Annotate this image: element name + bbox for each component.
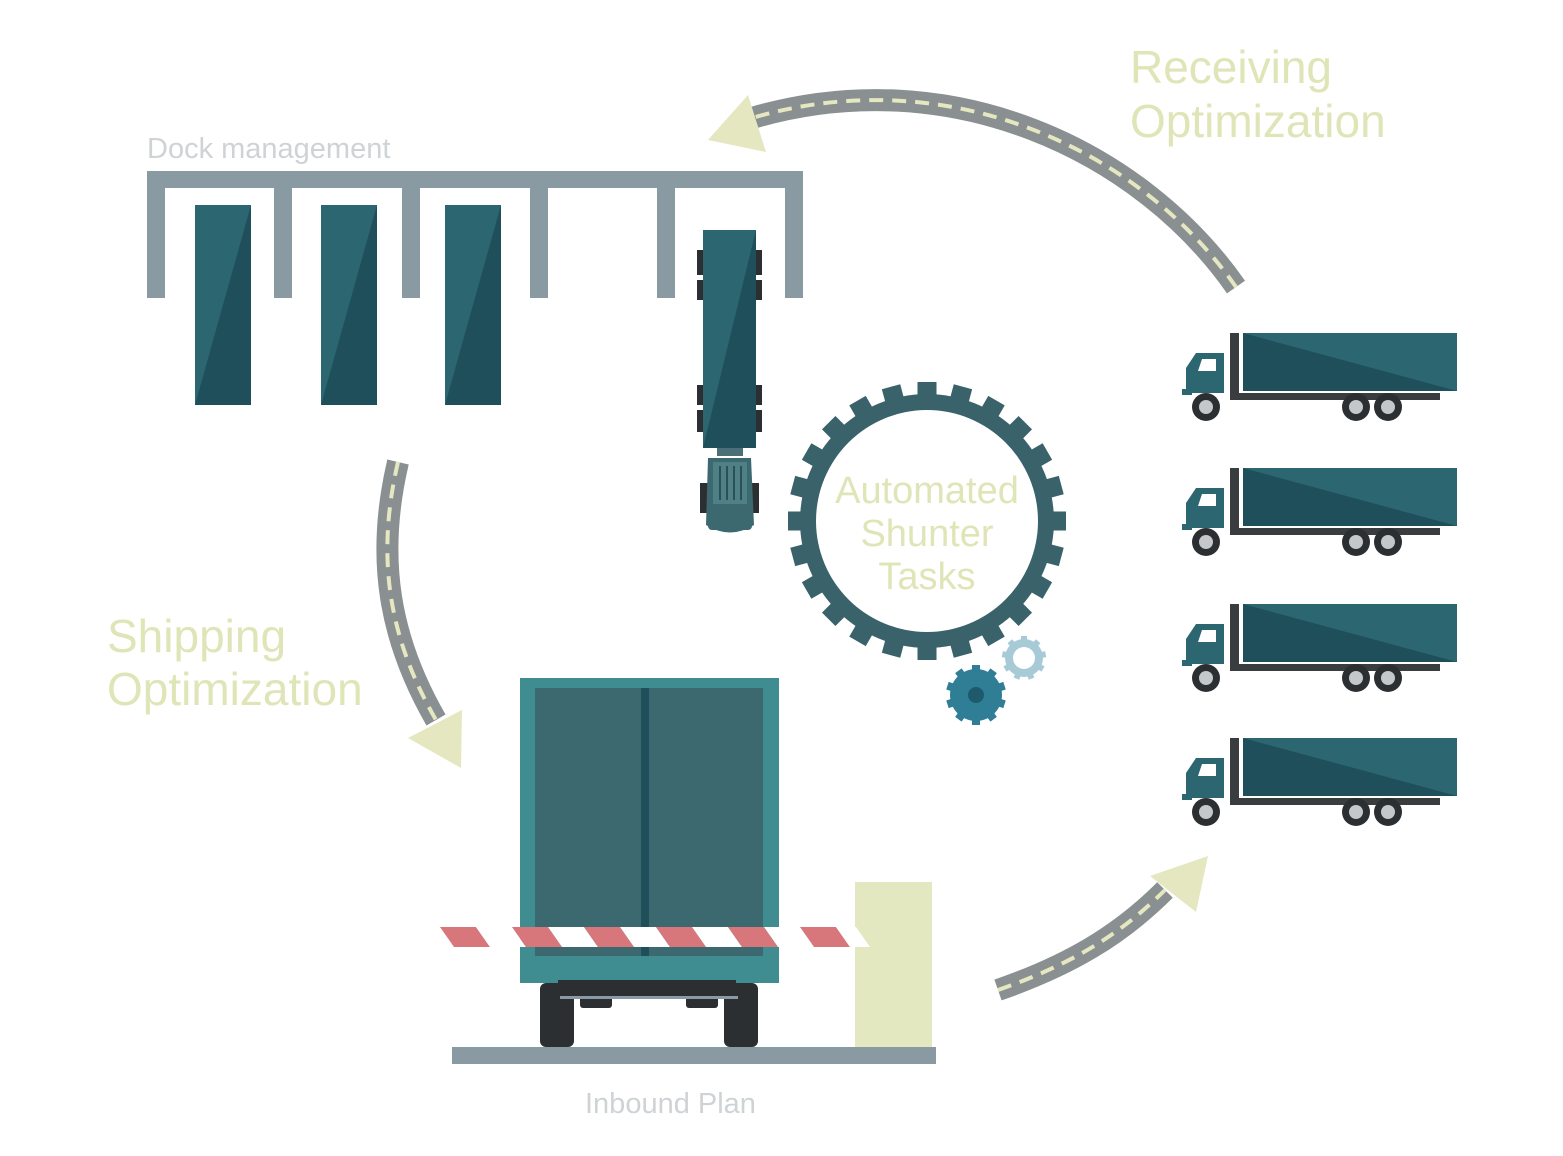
truck-icon <box>1182 604 1457 692</box>
outbound-road-arrow <box>994 856 1208 1001</box>
loading-dock-rack-icon <box>147 171 803 298</box>
center-label-line3: Tasks <box>878 556 975 598</box>
inbound-truck-rear-icon <box>520 678 779 1047</box>
docked-trailer-icon <box>445 205 501 405</box>
shipping-label-line2: Optimization <box>107 663 363 715</box>
receiving-road-arrow <box>708 89 1246 294</box>
inbound-plan-label: Inbound Plan <box>585 1088 756 1120</box>
receiving-label-line1: Receiving <box>1130 41 1332 93</box>
shipping-label-line1: Shipping <box>107 610 286 662</box>
shipping-road-arrow <box>376 459 462 768</box>
center-label-line1: Automated <box>835 470 1019 512</box>
barrier-gate-icon <box>440 882 932 1050</box>
dock-management-label: Dock management <box>147 133 390 165</box>
docked-trailer-icon <box>321 205 377 405</box>
ground-line <box>452 1047 936 1064</box>
truck-icon <box>1182 738 1457 826</box>
gear-icon <box>1001 636 1047 680</box>
gear-icon <box>946 665 1006 725</box>
center-label-line2: Shunter <box>860 513 993 555</box>
truck-icon <box>1182 468 1457 556</box>
truck-icon <box>1182 333 1457 421</box>
gear-icon <box>788 382 1066 660</box>
receiving-label-line2: Optimization <box>1130 95 1386 147</box>
shunter-truck-top-icon <box>697 230 762 533</box>
docked-trailer-icon <box>195 205 251 405</box>
